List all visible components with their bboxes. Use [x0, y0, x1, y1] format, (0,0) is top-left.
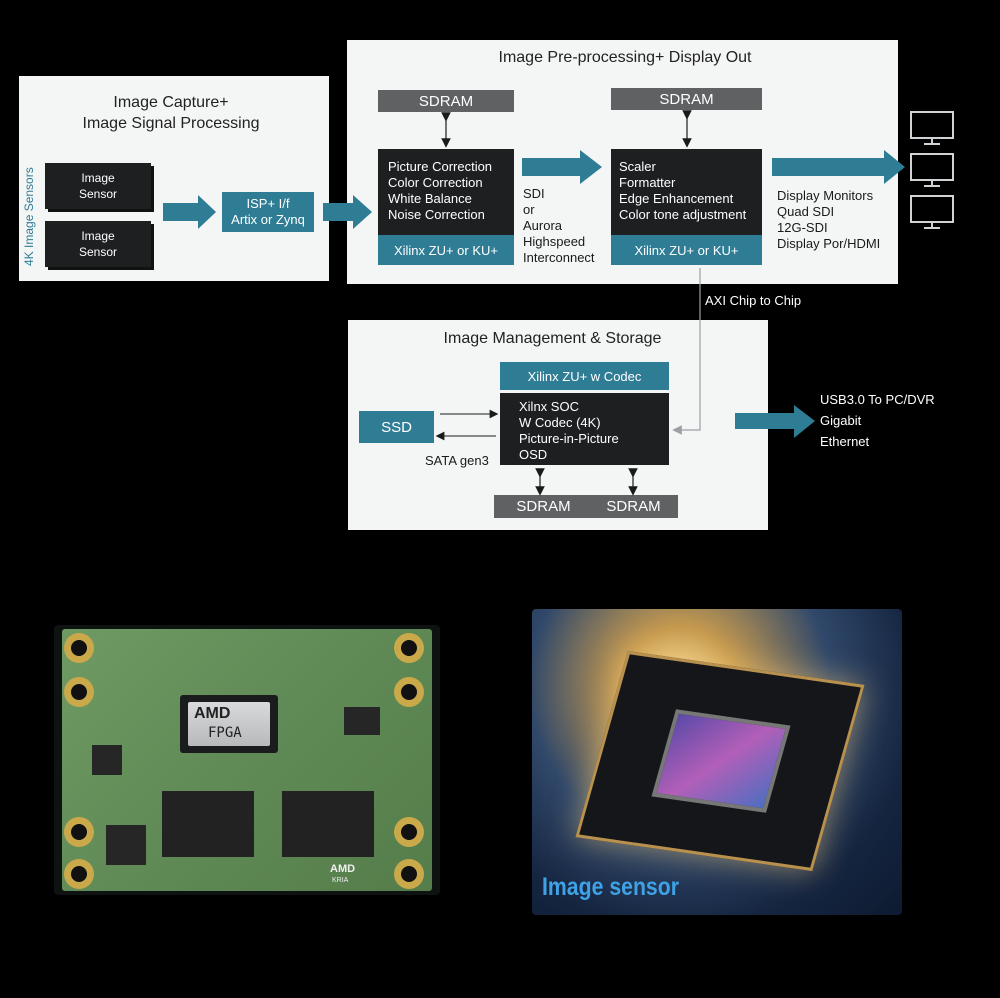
mount-hole [394, 859, 424, 889]
memory-chip [162, 791, 254, 857]
codec-chip: Xilinx ZU+ w Codec [500, 362, 669, 390]
usb-ethernet-label: USB3.0 To PC/DVR Gigabit Ethernet [820, 392, 935, 449]
arrow-to-usb [735, 405, 815, 438]
memory-chip [282, 791, 374, 857]
soc-block: Xilnx SOC W Codec (4K) Picture-in-Pictur… [500, 393, 669, 465]
mount-hole [394, 633, 424, 663]
sata-label: SATA gen3 [425, 453, 489, 468]
image-sensor-2: Image Sensor [45, 221, 151, 267]
mount-hole [394, 677, 424, 707]
sdram-storage-1: SDRAM [494, 495, 593, 518]
arrow-sensors-to-isp [163, 195, 216, 229]
sdram-left: SDRAM [378, 90, 514, 112]
small-chip [106, 825, 146, 865]
fpga-board-image: AMD FPGA AMD KRIA [54, 625, 440, 895]
axi-label: AXI Chip to Chip [705, 293, 802, 308]
correction-block: Picture Correction Color Correction Whit… [378, 149, 514, 235]
monitor-icon [910, 111, 954, 229]
fpga-chip-brand: AMD [194, 705, 231, 722]
image-sensor-photo: Image sensor [532, 609, 902, 915]
isp-chip: ISP+ I/f Artix or Zynq [222, 192, 314, 232]
fpga-chip-label: FPGA [208, 725, 242, 741]
preprocess-title: Image Pre-processing+ Display Out [498, 49, 752, 66]
arrow-link-fpga [522, 150, 602, 184]
right-fpga-chip: Xilinx ZU+ or KU+ [611, 235, 762, 265]
display-outputs-label: Display Monitors Quad SDI 12G-SDI Displa… [777, 188, 881, 251]
image-sensor-1: Image Sensor [45, 163, 151, 209]
left-fpga-chip: Xilinx ZU+ or KU+ [378, 235, 514, 265]
arrow-to-displays [772, 150, 905, 184]
board-sub: KRIA [332, 877, 349, 884]
sdram-storage-2: SDRAM [589, 495, 678, 518]
sensor-caption: Image sensor [542, 873, 680, 901]
sdram-right: SDRAM [611, 88, 762, 110]
sensor-die [651, 709, 791, 813]
arrow-isp-to-preprocess [323, 195, 372, 229]
capture-title: Image Capture+ Image Signal Processing [82, 94, 260, 132]
mount-hole [64, 817, 94, 847]
mount-hole [64, 859, 94, 889]
mount-hole [64, 677, 94, 707]
axi-link [672, 268, 701, 435]
small-chip [344, 707, 380, 735]
scaler-block: Scaler Formatter Edge Enhancement Color … [611, 149, 762, 235]
ssd-block: SSD [359, 411, 434, 443]
storage-title: Image Management & Storage [443, 330, 662, 347]
small-chip [92, 745, 122, 775]
fpga-chip: AMD FPGA [180, 695, 278, 753]
mount-hole [64, 633, 94, 663]
interconnect-label: SDI or Aurora Highspeed Interconnect [523, 186, 595, 265]
board-brand: AMD [330, 863, 356, 875]
mount-hole [394, 817, 424, 847]
